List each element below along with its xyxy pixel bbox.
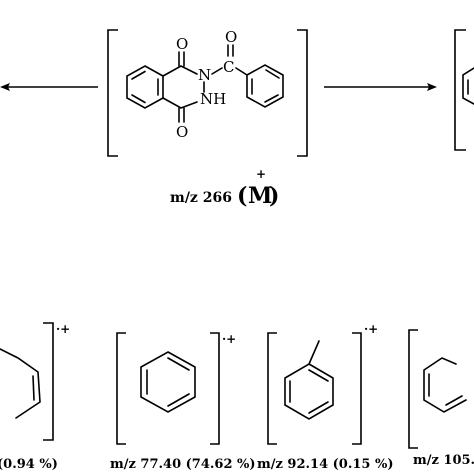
fragment-3-charge: ·+ [364, 322, 378, 336]
fragment-2-charge: ·+ [222, 332, 236, 346]
atom-n: N [198, 66, 211, 84]
fragment-1-label: (0.94 %) [0, 457, 58, 472]
phthalazine-hetero-ring [162, 65, 198, 77]
benzene-double-bond-2 [131, 94, 146, 104]
fragment-2-bracket-right [210, 332, 220, 445]
fragment-3-bracket-left [267, 332, 277, 445]
fragment-1-charge: ·+ [56, 322, 70, 336]
parent-ion: O O N NH C O m/z 266 ( M ) + [107, 28, 308, 209]
fragment-2-bracket-left [116, 332, 126, 445]
atom-o-carbonyl: O [225, 28, 237, 46]
top-right-partial-fragment [454, 29, 474, 151]
c-phenyl-bond [235, 67, 248, 76]
fragment-1: ·+ (0.94 %) [0, 322, 70, 472]
parent-ion-symbol: M [248, 183, 272, 209]
benzene-double-bond-1 [131, 70, 146, 80]
atom-o-bottom: O [176, 123, 188, 141]
paren-open: ( [237, 183, 247, 209]
fragment-3-bracket-right [352, 332, 362, 445]
fragment-3-methyl-bond [308, 340, 320, 365]
parent-mz-label: m/z 266 [170, 190, 232, 206]
phenyl-double-bond-1 [265, 69, 280, 79]
atom-c: C [223, 58, 234, 76]
atom-o-top: O [176, 35, 188, 53]
arrow-right [324, 83, 437, 91]
parent-bracket-left [107, 29, 118, 157]
fragment-2: ·+ m/z 77.40 (74.62 %) [110, 332, 256, 472]
parent-bracket-right [297, 29, 308, 157]
phthalazine-hetero-ring-lower [162, 97, 198, 109]
fragment-4-ring [423, 357, 467, 413]
fragment-2-benzene-ring [140, 351, 196, 413]
fragment-1-bracket-right [43, 322, 54, 441]
atom-nh: NH [200, 90, 226, 108]
n-c-bond [211, 67, 223, 75]
top-right-bracket [454, 29, 466, 151]
paren-close: ) [269, 183, 279, 209]
fragment-4-bracket-left [408, 329, 418, 449]
fragment-3: ·+ m/z 92.14 (0.15 %) [257, 322, 394, 472]
parent-charge: + [256, 167, 266, 181]
fragment-2-label: m/z 77.40 (74.62 %) [110, 457, 256, 472]
fragment-3-benzene-ring [284, 363, 334, 420]
arrow-left [0, 83, 98, 91]
fragment-4-label: m/z 105. [413, 453, 474, 468]
benzoyl-phenyl-ring [246, 64, 284, 108]
phenyl-double-bond-2 [264, 94, 279, 103]
top-right-ring-fragment [462, 67, 474, 105]
fragment-3-label: m/z 92.14 (0.15 %) [257, 457, 394, 472]
fragment-1-ring [0, 348, 41, 419]
fragment-4: m/z 105. [408, 329, 474, 468]
